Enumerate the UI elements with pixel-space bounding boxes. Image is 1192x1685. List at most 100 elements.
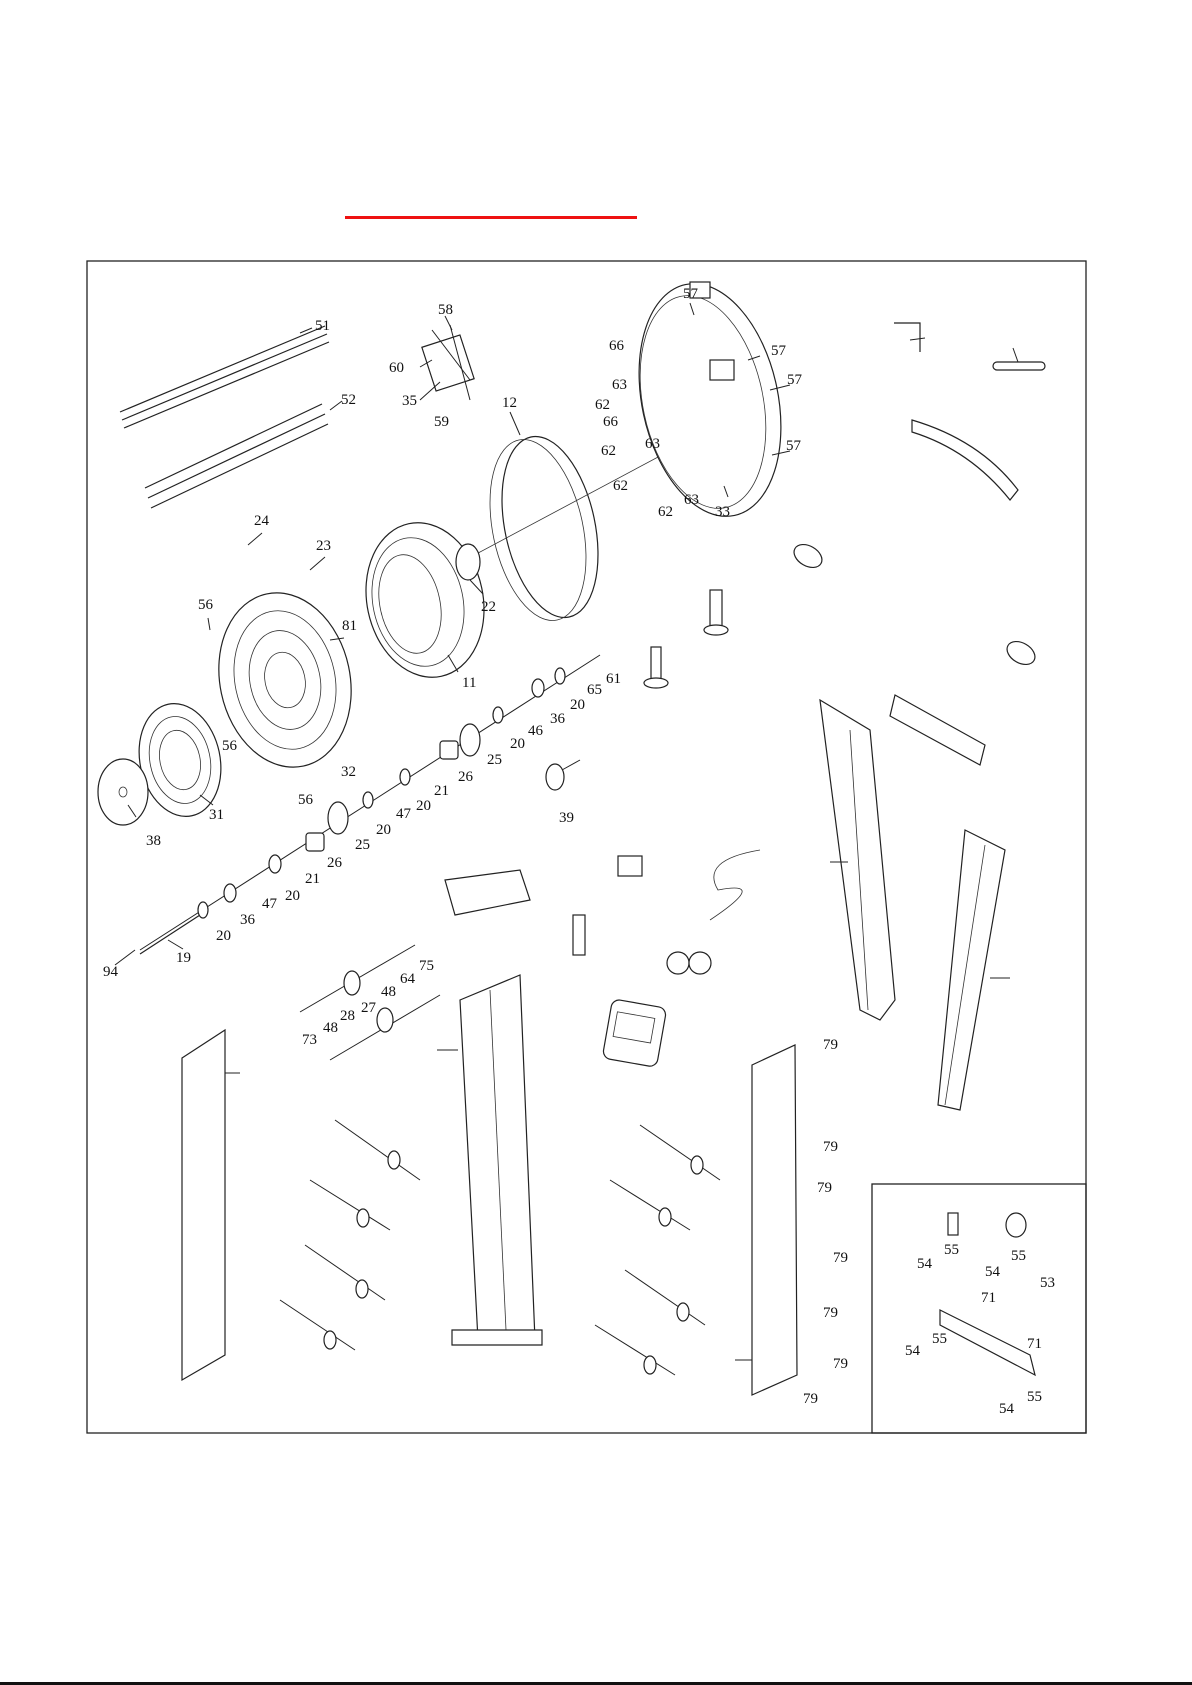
mount-plate <box>445 870 530 915</box>
rear-leg-frame <box>938 830 1005 1110</box>
label-79: 79 <box>823 1139 838 1155</box>
label-20: 20 <box>570 697 585 713</box>
label-57: 57 <box>771 343 787 359</box>
label-60: 60 <box>389 360 404 376</box>
roller-set-1 <box>310 1120 420 1230</box>
label-56: 56 <box>298 792 314 808</box>
label-73: 73 <box>302 1032 317 1048</box>
cable-wire <box>710 850 760 920</box>
label-48: 48 <box>381 984 396 1000</box>
label-66: 66 <box>609 338 625 354</box>
ring-22 <box>456 544 480 580</box>
label-57: 57 <box>683 286 699 302</box>
label-66: 66 <box>603 414 619 430</box>
label-54: 54 <box>917 1256 933 1272</box>
label-54: 54 <box>905 1343 921 1359</box>
label-64: 64 <box>400 971 416 987</box>
label-47: 47 <box>396 806 412 822</box>
label-48: 48 <box>323 1020 338 1036</box>
left-side-panel <box>182 1030 225 1380</box>
label-47: 47 <box>262 896 278 912</box>
stabilizer-bar <box>890 695 985 765</box>
label-71: 71 <box>1027 1336 1042 1352</box>
rail-group-52 <box>145 404 328 508</box>
label-36: 36 <box>240 912 256 928</box>
label-22: 22 <box>481 599 496 615</box>
label-36: 36 <box>550 711 566 727</box>
label-63: 63 <box>645 436 660 452</box>
label-12: 12 <box>502 395 517 411</box>
label-62: 62 <box>613 478 628 494</box>
label-21: 21 <box>434 783 449 799</box>
label-20: 20 <box>416 798 431 814</box>
label-81: 81 <box>342 618 357 634</box>
label-27: 27 <box>361 1000 377 1016</box>
label-54: 54 <box>985 1264 1001 1280</box>
label-26: 26 <box>458 769 474 785</box>
rail-group-51 <box>120 326 329 428</box>
label-79: 79 <box>823 1037 838 1053</box>
roller-set-2 <box>610 1125 720 1230</box>
wrench-tool <box>894 323 1045 370</box>
ring-pair <box>667 952 711 974</box>
label-20: 20 <box>216 928 231 944</box>
label-20: 20 <box>510 736 525 752</box>
label-63: 63 <box>684 492 699 508</box>
label-20: 20 <box>376 822 391 838</box>
label-23: 23 <box>316 538 331 554</box>
roller-set-4 <box>595 1270 705 1375</box>
post-part <box>644 590 728 688</box>
label-55: 55 <box>932 1331 947 1347</box>
label-51: 51 <box>315 318 330 334</box>
upright-column <box>452 975 542 1345</box>
label-57: 57 <box>787 372 803 388</box>
inset-frame <box>872 1184 1086 1433</box>
label-75: 75 <box>419 958 434 974</box>
label-94: 94 <box>103 964 119 980</box>
label-79: 79 <box>823 1305 838 1321</box>
seat-arm <box>912 420 1018 500</box>
roller-set-3 <box>280 1245 385 1350</box>
label-79: 79 <box>833 1250 848 1266</box>
label-62: 62 <box>595 397 610 413</box>
label-31: 31 <box>209 807 224 823</box>
label-55: 55 <box>1011 1248 1026 1264</box>
disc-38 <box>98 759 148 825</box>
label-58: 58 <box>438 302 453 318</box>
label-11: 11 <box>462 675 476 691</box>
housing-33 <box>619 270 801 529</box>
label-61: 61 <box>606 671 621 687</box>
part-labels: 51 52 58 60 35 59 12 57 66 57 63 57 62 6… <box>103 286 1055 1417</box>
label-62: 62 <box>601 443 616 459</box>
label-55: 55 <box>944 1242 959 1258</box>
label-52: 52 <box>341 392 356 408</box>
label-65: 65 <box>587 682 602 698</box>
label-53: 53 <box>1040 1275 1055 1291</box>
fitting-39 <box>546 760 580 790</box>
label-79: 79 <box>817 1180 832 1196</box>
pedal-left <box>790 540 1039 669</box>
label-56: 56 <box>222 738 238 754</box>
label-56: 56 <box>198 597 214 613</box>
label-28: 28 <box>340 1008 355 1024</box>
label-19: 19 <box>176 950 191 966</box>
front-leg-frame <box>820 700 895 1020</box>
label-59: 59 <box>434 414 449 430</box>
label-39: 39 <box>559 810 574 826</box>
label-24: 24 <box>254 513 270 529</box>
label-25: 25 <box>355 837 370 853</box>
label-21: 21 <box>305 871 320 887</box>
flywheel-11 <box>352 512 498 689</box>
label-25: 25 <box>487 752 502 768</box>
label-26: 26 <box>327 855 343 871</box>
label-79: 79 <box>803 1391 818 1407</box>
label-71: 71 <box>981 1290 996 1306</box>
label-32: 32 <box>341 764 356 780</box>
label-57: 57 <box>786 438 802 454</box>
label-62: 62 <box>658 504 673 520</box>
label-46: 46 <box>528 723 544 739</box>
bracket-35 <box>422 325 474 400</box>
label-35: 35 <box>402 393 417 409</box>
label-55: 55 <box>1027 1389 1042 1405</box>
